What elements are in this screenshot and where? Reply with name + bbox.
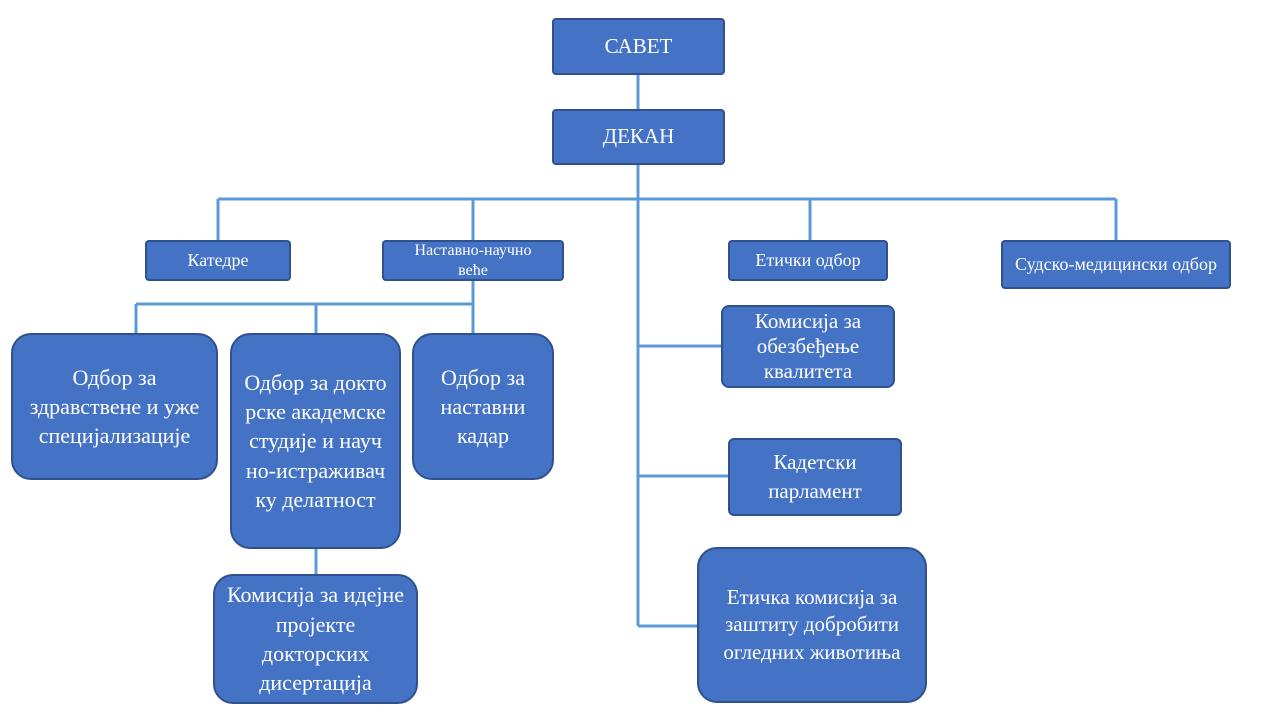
kadetski-parlament-label: Кадетски парламент	[768, 449, 862, 503]
sudsko-medicinski-odbor-box: Судско-медицински одбор	[1001, 240, 1231, 289]
nastavno-naucno-vece-label: Наставно-научно веће	[414, 241, 532, 279]
katedre-label: Катедре	[187, 249, 249, 270]
savet-box: САВЕТ	[552, 18, 725, 75]
odbor-nastavni-kadar-box: Одбор за наставни кадар	[412, 333, 554, 480]
odbor-zdravstvene-label: Одбор за здравствене и уже специјализаци…	[29, 364, 200, 449]
eticki-odbor-label: Етички одбор	[755, 249, 861, 270]
komisija-kvalitet-label: Комисија за обезбеђење квалитета	[754, 308, 862, 384]
odbor-doktorske-label: Одбор за докторске академске студије и н…	[244, 370, 387, 512]
odbor-zdravstvene-box: Одбор за здравствене и уже специјализаци…	[11, 333, 218, 480]
eticka-komisija-box: Етичка комисија за заштиту добробити огл…	[697, 547, 927, 703]
sudsko-medicinski-odbor-label: Судско-медицински одбор	[1015, 253, 1217, 274]
komisija-kvalitet-box: Комисија за обезбеђење квалитета	[721, 305, 895, 388]
komisija-idejne-box: Комисија за идејне пројекте докторских д…	[213, 574, 418, 704]
nastavno-naucno-vece-box: Наставно-научно веће	[382, 240, 564, 281]
odbor-nastavni-kadar-label: Одбор за наставни кадар	[440, 364, 526, 449]
savet-label: САВЕТ	[604, 33, 673, 58]
kadetski-parlament-box: Кадетски парламент	[728, 438, 902, 516]
katedre-box: Катедре	[145, 240, 291, 281]
odbor-doktorske-box: Одбор за докторске академске студије и н…	[230, 333, 401, 549]
eticka-komisija-label: Етичка комисија за заштиту добробити огл…	[723, 585, 901, 664]
eticki-odbor-box: Етички одбор	[728, 240, 888, 281]
komisija-idejne-label: Комисија за идејне пројекте докторских д…	[226, 582, 405, 696]
dekan-label: ДЕКАН	[602, 124, 675, 149]
dekan-box: ДЕКАН	[552, 109, 725, 165]
